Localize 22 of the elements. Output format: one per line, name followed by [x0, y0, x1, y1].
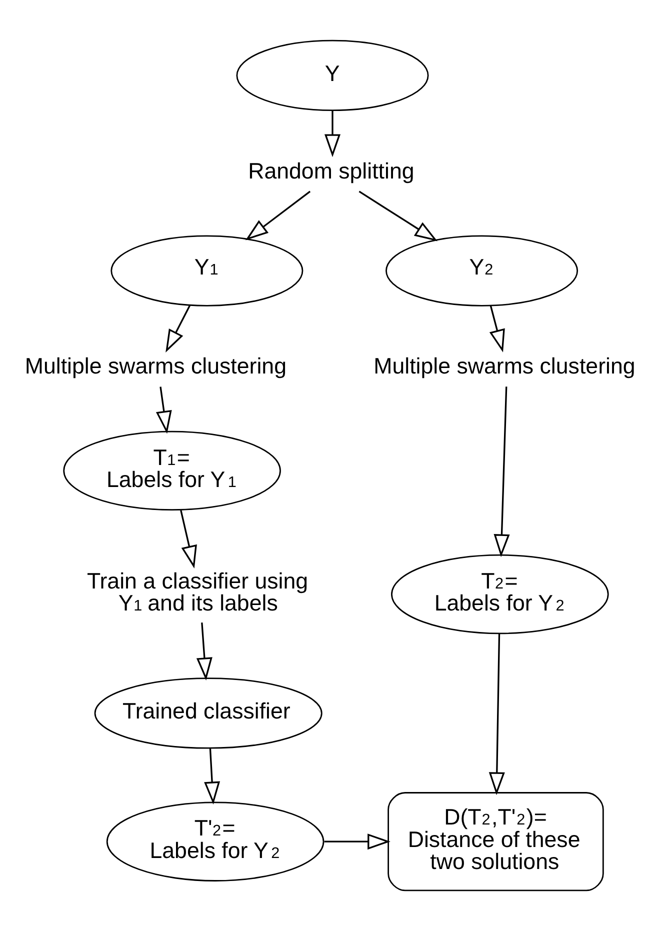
arrow — [494, 386, 510, 557]
arrow — [488, 633, 505, 795]
node-text: Multiple swarms clustering — [374, 353, 636, 378]
arrow — [324, 833, 390, 850]
arrow — [489, 305, 505, 352]
node-text: Train a classifier using Y1 and its labels — [86, 568, 308, 616]
arrow — [245, 190, 311, 240]
arrow — [358, 190, 438, 241]
node-ellipse: Y2 — [386, 234, 578, 306]
node-ellipse: Trained classifier — [94, 677, 322, 748]
arrow — [180, 510, 197, 568]
arrow — [324, 110, 341, 157]
arrow — [196, 622, 212, 680]
node-text: Multiple swarms clustering — [24, 353, 287, 378]
node-ellipse: T'2= Labels for Y2 — [106, 801, 324, 881]
arrow — [204, 748, 220, 804]
node-text: Random splitting — [248, 158, 414, 183]
node-ellipse: Y1 — [110, 234, 304, 306]
node-box: D(T2,T'2)= Distance of these two solutions — [388, 792, 604, 891]
arrow — [166, 304, 191, 352]
node-ellipse: Y — [236, 39, 429, 111]
arrow — [156, 386, 172, 434]
